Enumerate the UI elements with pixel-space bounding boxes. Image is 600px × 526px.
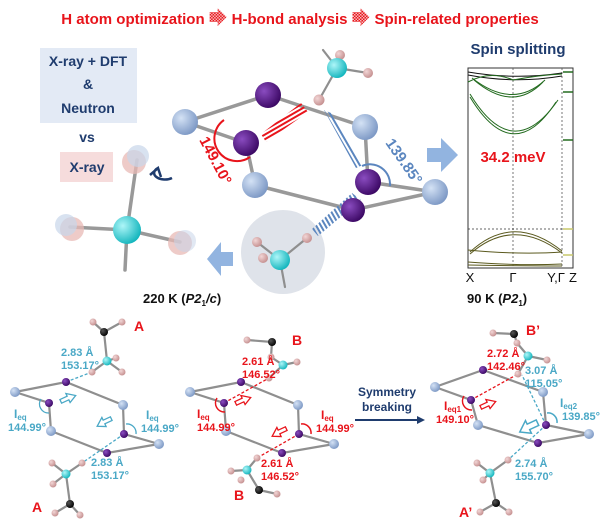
- kpoint-z: Z: [569, 270, 577, 285]
- ieq-angle: 144.99°: [197, 422, 235, 434]
- hbond-blue-top: [324, 110, 363, 168]
- method-line1: X-ray + DFT: [49, 53, 128, 69]
- workflow-header: H atom optimization H-bond analysis Spin…: [61, 8, 539, 28]
- hbond-angle: 153.17°: [91, 470, 129, 482]
- transition-label: Symmetry: [358, 385, 416, 399]
- hbond-angle: 146.52°: [242, 369, 280, 381]
- svg-text:Ieq: Ieq: [321, 408, 334, 423]
- method-line2: &: [83, 76, 93, 92]
- hbond-angle: 115.05°: [525, 378, 562, 390]
- panel-c-structure: 2.72 Å 142.46° 3.07 Å 115.05° 2.74 Å 155…: [430, 322, 600, 520]
- hbond-angle: 155.70°: [515, 471, 553, 483]
- ieq-angle: 144.99°: [141, 423, 179, 435]
- svg-text:Ieq1: Ieq1: [444, 399, 462, 414]
- cation-label: B: [234, 487, 244, 503]
- method-line3: Neutron: [61, 100, 115, 116]
- splitting-value: 34.2 meV: [480, 149, 545, 166]
- hbond-angle: 146.52°: [261, 471, 299, 483]
- right-arrow-icon: [427, 138, 458, 172]
- xray-box: [60, 152, 113, 182]
- hbond-distance: 2.74 Å: [515, 457, 547, 470]
- checkered-arrow-icon: [352, 8, 370, 26]
- xray-label: X-ray: [69, 159, 104, 175]
- panel-a-structure: 2.83 Å 153.17° 2.83 Å 153.17° Ieq 144.99…: [8, 318, 179, 519]
- angle-label-left: 149.10°: [195, 134, 234, 188]
- phase-220k-label: 220 K (P21/c): [143, 291, 221, 308]
- hbond-distance: 2.83 Å: [61, 346, 93, 359]
- rotation-arrow-icon: [149, 165, 173, 181]
- symmetry-breaking-arrow: Symmetry breaking: [355, 385, 425, 424]
- hbond-red: [261, 103, 308, 142]
- hbond-angle: 153.17°: [61, 360, 99, 372]
- cation-label: A: [134, 318, 144, 334]
- svg-text:Ieq: Ieq: [14, 407, 27, 422]
- hbond-distance: 2.83 Å: [91, 456, 123, 469]
- angle-label-right: 139.85°: [382, 136, 426, 188]
- cation-label: A’: [459, 504, 472, 520]
- checkered-arrow-icon: [209, 8, 227, 26]
- step-spin-properties: Spin-related properties: [374, 11, 538, 28]
- transition-label: breaking: [362, 400, 412, 414]
- cation-label: B: [292, 332, 302, 348]
- ieq-angle: 144.99°: [8, 422, 46, 434]
- phase-90k-label: 90 K (P21): [467, 291, 527, 308]
- kpoint-gamma: Γ: [509, 270, 516, 285]
- nitrogen-atom: [113, 216, 141, 244]
- hbond-angle: 142.46°: [487, 361, 525, 373]
- hbond-distance: 2.61 Å: [261, 457, 293, 470]
- step-hbond-analysis: H-bond analysis: [232, 11, 348, 28]
- kpoint-x: X: [466, 270, 475, 285]
- vs-label: vs: [79, 129, 95, 145]
- hbond-distance: 3.07 Å: [525, 364, 557, 377]
- ma-cation-comparison: [55, 145, 196, 272]
- kpoint-y-gamma: Y,Γ: [547, 270, 565, 285]
- hbond-distance: 2.61 Å: [242, 355, 274, 368]
- left-arrow-icon: [207, 242, 233, 276]
- xray-dft-neutron-box: [40, 48, 137, 123]
- svg-text:Ieq: Ieq: [146, 408, 159, 423]
- band-plot-title: Spin splitting: [471, 41, 566, 58]
- svg-text:Ieq: Ieq: [197, 407, 210, 422]
- method-comparison: X-ray + DFT & Neutron vs X-ray: [40, 48, 137, 182]
- cation-label: A: [32, 499, 42, 515]
- svg-text:Ieq2: Ieq2: [560, 396, 578, 411]
- ieq-angle: 139.85°: [562, 411, 600, 423]
- cation-label: B’: [526, 322, 540, 338]
- panel-b-structure: 2.61 Å 146.52° 2.61 Å 146.52° Ieq 144.99…: [185, 332, 354, 503]
- ieq-angle: 149.10°: [436, 414, 474, 426]
- ieq-angle: 144.99°: [316, 423, 354, 435]
- band-structure-plot: Spin splitting 34.2 meV X Γ Y,Γ Z: [466, 41, 577, 285]
- hbond-distance: 2.72 Å: [487, 347, 519, 360]
- step-h-optimization: H atom optimization: [61, 11, 204, 28]
